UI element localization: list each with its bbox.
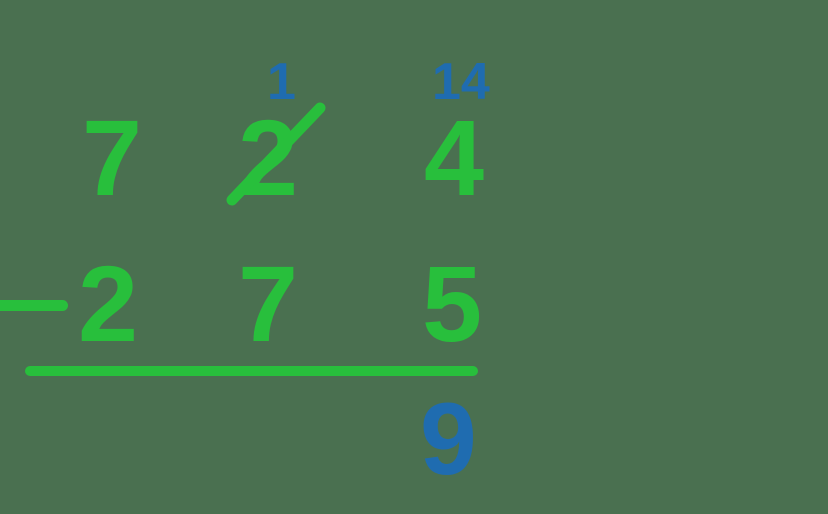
regroup-digit-ones: 14 — [432, 53, 490, 111]
subtrahend-digit-ones: 5 — [422, 243, 483, 364]
subtrahend-digit-tens: 7 — [238, 243, 299, 364]
regroup-digit-tens: 1 — [267, 53, 296, 111]
minuend-digit-ones: 4 — [424, 97, 485, 218]
answer-rule-line — [25, 366, 478, 376]
subtrahend-digit-hundreds: 2 — [78, 243, 139, 364]
minus-sign-icon — [0, 300, 68, 311]
minuend-digit-hundreds: 7 — [82, 97, 143, 218]
answer-digit-ones: 9 — [420, 382, 477, 496]
minuend-digit-tens: 2 — [238, 97, 299, 218]
